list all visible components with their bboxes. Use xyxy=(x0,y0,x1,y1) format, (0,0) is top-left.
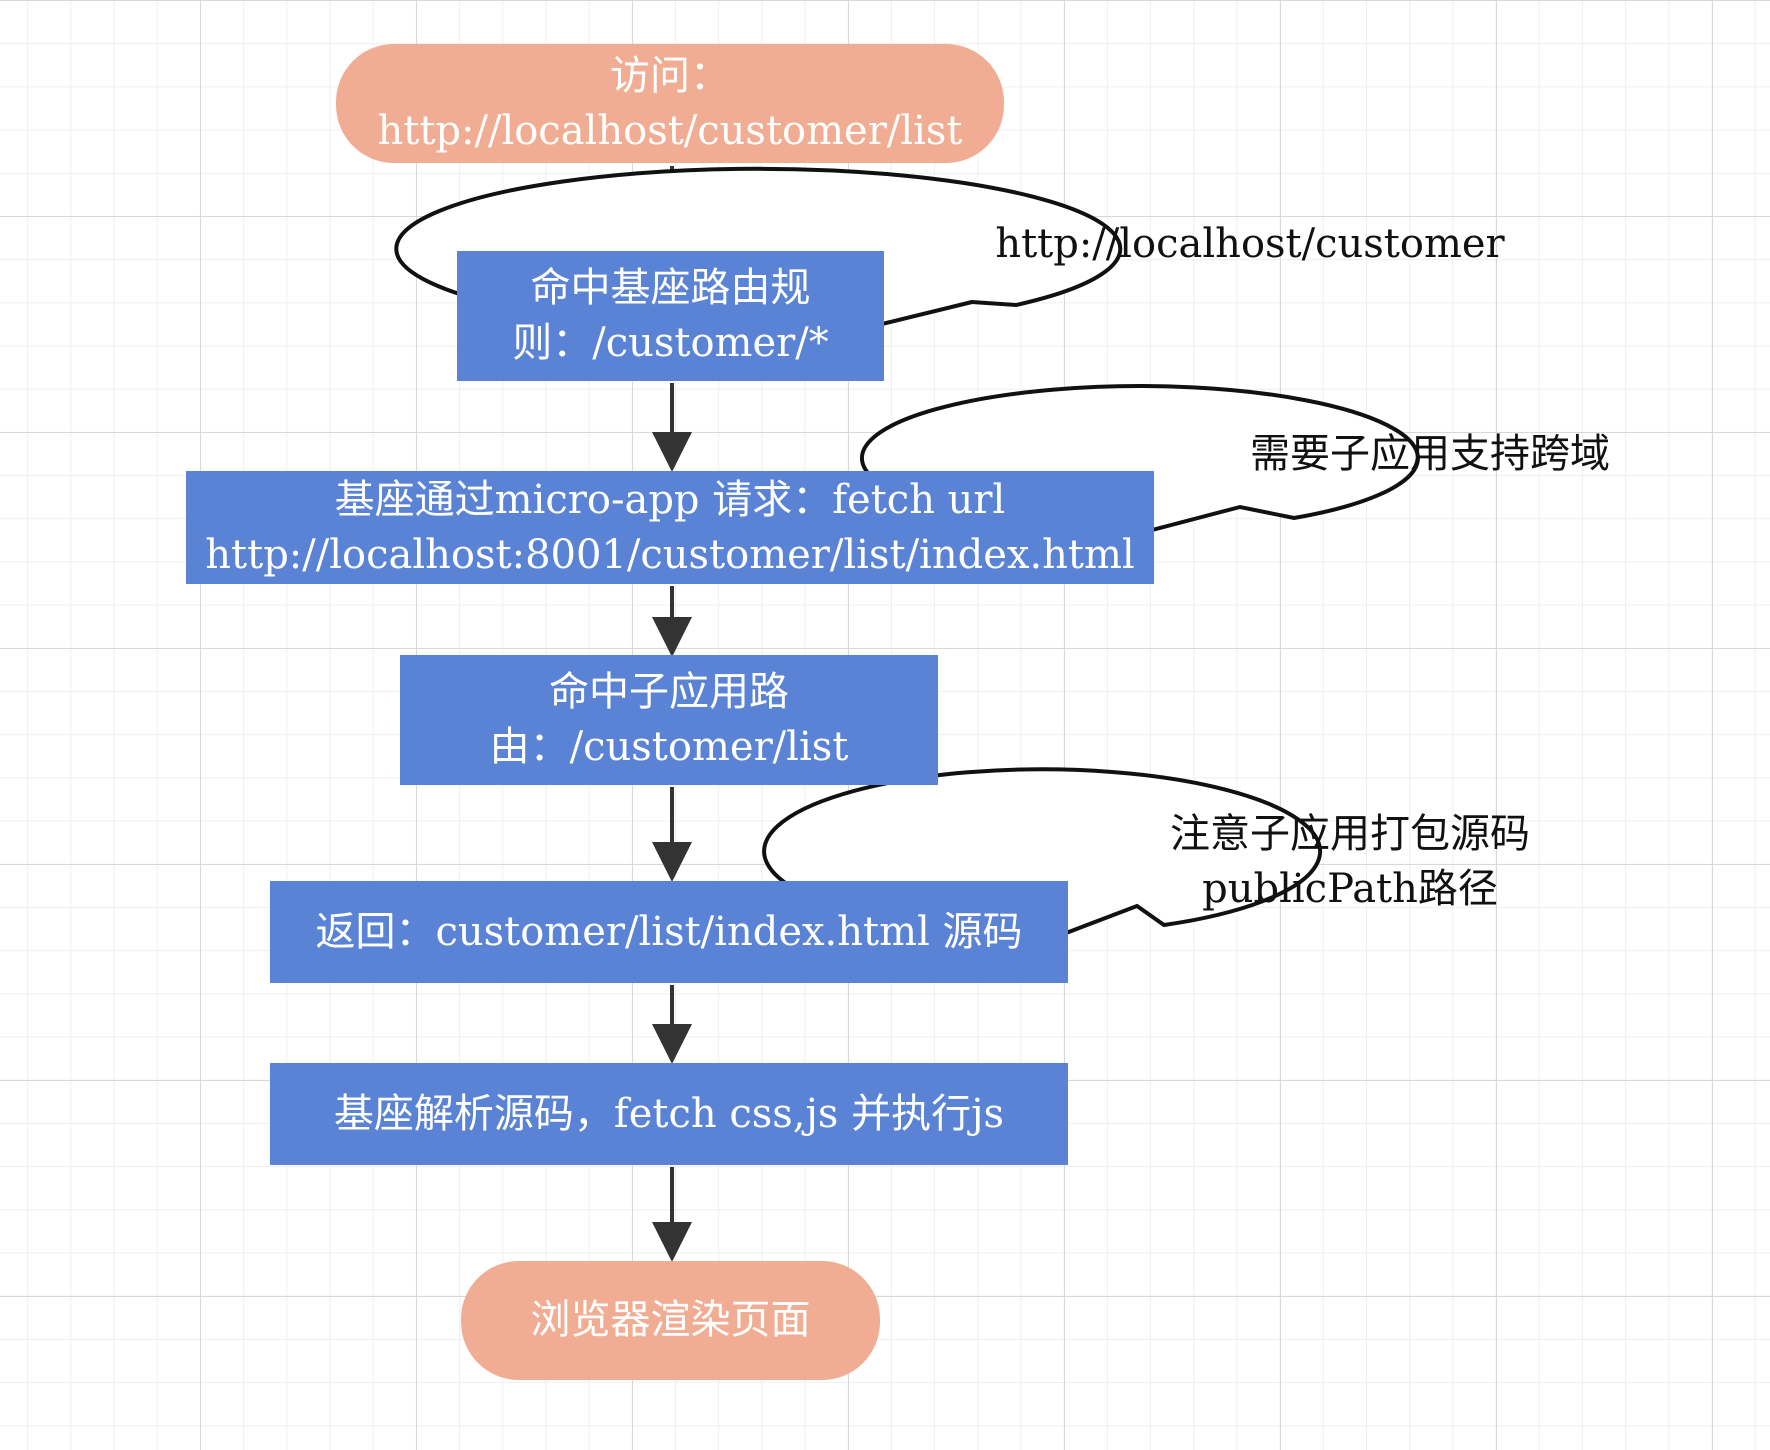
route-match-base-node: 命中基座路由规 则：/customer/* xyxy=(457,251,884,381)
end-node-line1: 浏览器渲染页面 xyxy=(530,1297,811,1343)
start-node-line2: http://localhost/customer/list xyxy=(377,107,963,154)
parse-execute-line1: 基座解析源码，fetch css,js 并执行js xyxy=(333,1090,1005,1137)
callout-text-3: 注意子应用打包源码 publicPath路径 xyxy=(1085,802,1615,922)
route-match-base-line1: 命中基座路由规 xyxy=(530,265,811,311)
fetch-request-line2: http://localhost:8001/customer/list/inde… xyxy=(205,531,1135,578)
fetch-request-node: 基座通过micro-app 请求：fetch url http://localh… xyxy=(186,471,1154,584)
route-match-base-line2: 则：/customer/* xyxy=(512,320,829,366)
callout-3-line1: 注意子应用打包源码 xyxy=(1170,811,1530,857)
callout-text-2: 需要子应用支持跨域 xyxy=(1160,422,1700,487)
fetch-request-line1: 基座通过micro-app 请求：fetch url xyxy=(334,476,1006,523)
start-node: 访问： http://localhost/customer/list xyxy=(336,44,1004,163)
route-match-subapp-line2: 由：/customer/list xyxy=(489,724,849,770)
end-node: 浏览器渲染页面 xyxy=(461,1261,880,1380)
route-match-subapp-node: 命中子应用路 由：/customer/list xyxy=(400,655,938,785)
start-node-line1: 访问： xyxy=(610,52,730,99)
parse-execute-node: 基座解析源码，fetch css,js 并执行js xyxy=(270,1063,1068,1165)
return-source-node: 返回：customer/list/index.html 源码 xyxy=(270,881,1068,983)
callout-text-1: http://localhost/customer xyxy=(900,212,1600,277)
return-source-line1: 返回：customer/list/index.html 源码 xyxy=(315,908,1023,955)
callout-2-line1: 需要子应用支持跨域 xyxy=(1250,431,1610,477)
route-match-subapp-line1: 命中子应用路 xyxy=(549,669,789,715)
callout-1-line1: http://localhost/customer xyxy=(995,221,1505,267)
callout-3-line2: publicPath路径 xyxy=(1202,866,1498,912)
